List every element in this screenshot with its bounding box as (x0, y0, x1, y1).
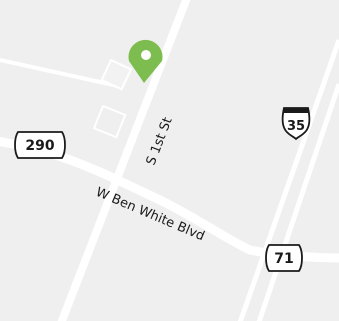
shield-number-71: 71 (274, 251, 293, 267)
building (92, 104, 127, 139)
road-interstate-35-south (256, 83, 339, 321)
shield-number-35: 35 (287, 119, 305, 134)
shield-number-290: 290 (25, 138, 54, 154)
us-route-shield-icon[interactable]: 71 (265, 244, 303, 272)
minor-road (0, 58, 119, 88)
road-s-1st-st (57, 0, 191, 321)
building (100, 58, 133, 91)
us-route-shield-icon[interactable]: 290 (14, 131, 66, 159)
map-pin-icon[interactable] (128, 39, 163, 83)
interstate-shield-icon[interactable]: 35 (281, 107, 311, 141)
road-interstate-35-north (237, 39, 339, 321)
